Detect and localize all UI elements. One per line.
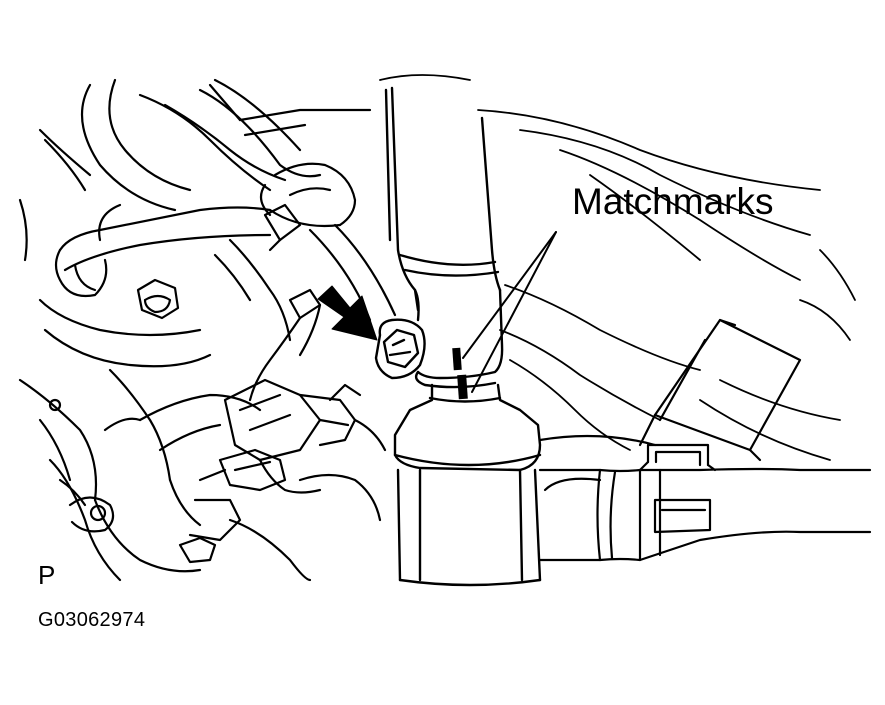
shock-absorber-body bbox=[384, 86, 504, 389]
matchmark-leaders bbox=[462, 231, 557, 393]
matchmark-ticks bbox=[452, 347, 468, 400]
drive-shaft-hose bbox=[538, 434, 872, 562]
suspension-arm-left bbox=[18, 198, 262, 582]
bold-arrow-icon bbox=[317, 285, 378, 341]
matchmarks-callout-label: Matchmarks bbox=[572, 181, 774, 222]
sensor-connector bbox=[178, 378, 387, 582]
left-hose-cluster bbox=[38, 78, 397, 322]
figure-id-label: G03062974 bbox=[38, 609, 146, 631]
lower-knuckle bbox=[393, 383, 542, 587]
tie-rod-bracket bbox=[638, 318, 802, 462]
bracket-clip bbox=[213, 203, 322, 402]
view-letter-label: P bbox=[38, 560, 56, 590]
body-panel-contours bbox=[379, 74, 856, 461]
hex-bolt bbox=[374, 318, 426, 380]
